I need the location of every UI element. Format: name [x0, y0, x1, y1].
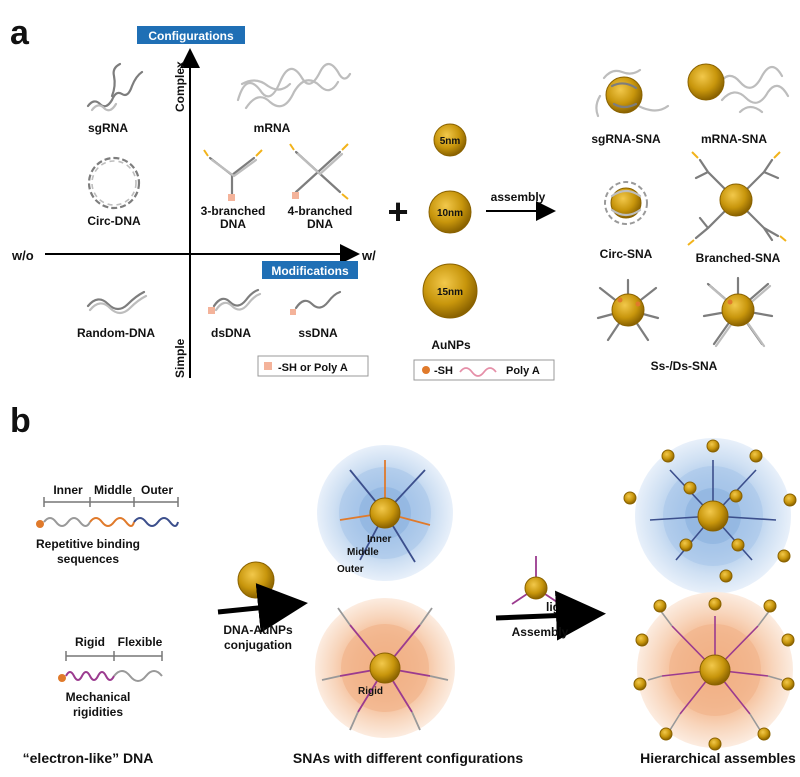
rigid-label: Rigid: [75, 635, 105, 649]
conjugation-label-1: DNA-AuNPs: [223, 623, 293, 637]
four-branched-label-2: DNA: [307, 217, 333, 231]
modifications-tag: Modifications: [271, 264, 349, 278]
mechanical-label-2: rigidities: [73, 705, 123, 719]
conjugation-arrow: [217, 583, 308, 633]
mrna-icon: [236, 62, 352, 110]
aunp-5nm: [433, 123, 467, 157]
ligand-label: ligand: [546, 600, 581, 614]
segment-bracket: [43, 497, 179, 507]
segment-middle-label: Middle: [94, 483, 132, 497]
segment-inner-label: Inner: [53, 483, 83, 497]
configurations-tag-box: [137, 26, 245, 44]
modification-legend-box: [257, 355, 369, 377]
repetitive-binding-strand: [36, 517, 179, 528]
aunp-15nm: [422, 263, 478, 319]
assembly-arrow-b: [495, 590, 606, 641]
blue-sna: [317, 445, 453, 581]
hierarchical-orange-assembly: [633, 592, 795, 751]
sh-legend-text: -SH: [434, 365, 453, 377]
polya-legend-wave: [459, 367, 497, 377]
dsdna-icon: [208, 288, 262, 314]
axis-complex-label: Complex: [173, 61, 187, 112]
ss-sna-icon: [596, 278, 660, 342]
repetitive-binding-label-2: sequences: [57, 552, 119, 566]
branched-sna-icon: [687, 151, 787, 246]
panel-label-a: a: [10, 14, 30, 52]
mechanical-label-1: Mechanical: [66, 690, 131, 704]
axis-simple-label: Simple: [173, 338, 187, 378]
electron-like-caption: “electron-like” DNA: [23, 750, 154, 766]
free-aunp: [237, 561, 275, 599]
aunp-10nm-label: 10nm: [437, 208, 463, 219]
random-dna-label: Random-DNA: [77, 326, 155, 340]
segment-outer-label: Outer: [141, 483, 173, 497]
random-dna-icon: [86, 290, 148, 315]
branched-sna-label: Branched-SNA: [696, 251, 781, 265]
ligand-icon: [511, 556, 561, 605]
orange-sna: [315, 598, 455, 738]
mrna-sna-label: mRNA-SNA: [701, 132, 767, 146]
ds-sna-icon: [702, 276, 774, 348]
assembly-label: assembly: [491, 190, 546, 204]
axis-wo-label: w/o: [11, 248, 34, 263]
modification-legend-text: -SH or Poly A: [278, 362, 348, 374]
polya-legend-text: Poly A: [506, 365, 540, 377]
mechanical-rigidity-strand: [58, 670, 163, 682]
flexible-label: Flexible: [118, 635, 163, 649]
four-branched-dna-icon: [289, 143, 349, 200]
aunp-5nm-label: 5nm: [440, 136, 461, 147]
circ-dna-label: Circ-DNA: [87, 214, 141, 228]
ssdna-label: ssDNA: [298, 326, 338, 340]
ring-inner-label: Inner: [367, 534, 392, 545]
mrna-sna-icon: [687, 63, 790, 114]
configurations-tag: Configurations: [148, 29, 234, 43]
dsdna-label: dsDNA: [211, 326, 251, 340]
sh-polya-legend-box: [413, 359, 555, 381]
conjugation-label-2: conjugation: [224, 638, 292, 652]
aunp-15nm-label: 15nm: [437, 287, 463, 298]
sh-legend-marker: [422, 366, 430, 374]
snas-caption: SNAs with different configurations: [293, 750, 523, 766]
circ-sna-label: Circ-SNA: [600, 247, 653, 261]
axis-w-label: w/: [361, 248, 376, 263]
three-branched-label-2: DNA: [220, 217, 246, 231]
sgrna-label: sgRNA: [88, 121, 128, 135]
hierarchical-blue-assembly: [623, 438, 797, 594]
hierarchical-caption: Hierarchical assembles: [640, 750, 796, 766]
circ-sna-icon: [604, 181, 648, 225]
plus-sign: +: [387, 191, 408, 232]
sgrna-sna-icon: [595, 68, 670, 118]
ring-outer-label: Outer: [337, 564, 364, 575]
assembly-label-b: Assembly: [512, 625, 569, 639]
aunp-10nm: [428, 190, 472, 234]
repetitive-binding-label-1: Repetitive binding: [36, 537, 140, 551]
rigidity-bracket: [65, 651, 163, 661]
three-branched-label-1: 3-branched: [201, 204, 266, 218]
ssdna-icon: [290, 290, 342, 315]
three-branched-dna-icon: [203, 149, 263, 201]
modification-legend-marker: [264, 362, 272, 370]
four-branched-label-1: 4-branched: [288, 204, 353, 218]
sgrna-icon: [86, 62, 144, 112]
ring-middle-label: Middle: [347, 547, 379, 558]
modifications-tag-box: [262, 261, 358, 279]
aunps-label: AuNPs: [431, 338, 471, 352]
ring-rigid-label: Rigid: [358, 686, 383, 697]
ssds-sna-label: Ss-/Ds-SNA: [651, 359, 718, 373]
panel-label-b: b: [10, 402, 31, 440]
sgrna-sna-label: sgRNA-SNA: [591, 132, 661, 146]
mrna-label: mRNA: [254, 121, 291, 135]
circ-dna-icon: [87, 156, 141, 210]
